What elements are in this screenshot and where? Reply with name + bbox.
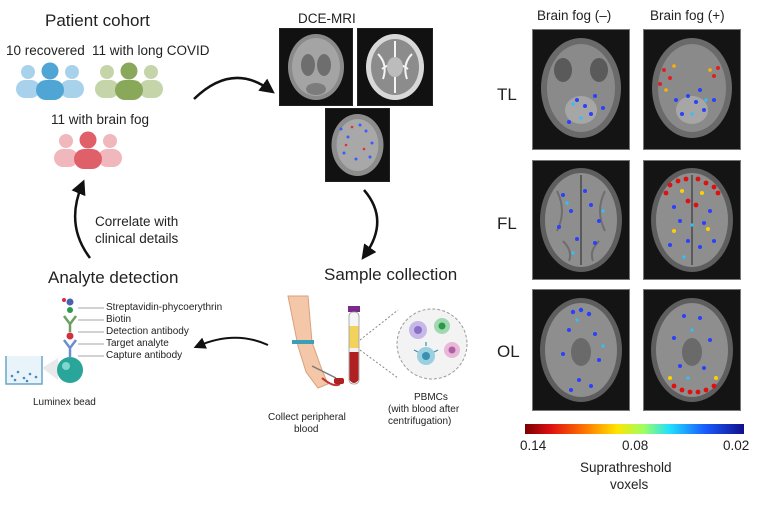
collect-blood-label-2: blood xyxy=(294,424,319,435)
colorbar-title-2: voxels xyxy=(610,477,649,492)
assay-label-streptavidin: Streptavidin-phycoerythrin xyxy=(106,302,223,313)
colorbar-label-mid: 0.08 xyxy=(622,438,649,453)
mri-scan-contrast xyxy=(357,28,433,106)
row-label-ol: OL xyxy=(497,342,520,361)
brain-tl-negative xyxy=(532,29,630,150)
assay-label-capture-antibody: Capture antibody xyxy=(106,350,183,361)
assay-label-biotin: Biotin xyxy=(106,314,132,325)
luminex-bead-label: Luminex bead xyxy=(33,397,96,408)
brain-fog-people-icon xyxy=(54,131,122,169)
mri-scan-overlay xyxy=(325,108,390,182)
colorbar-label-max: 0.02 xyxy=(723,438,750,453)
cycle-arrows xyxy=(71,76,379,349)
colorbar-title-1: Suprathreshold xyxy=(580,460,672,475)
analyte-detection-label: Analyte detection xyxy=(48,268,179,287)
arrow-sample-to-assay xyxy=(193,336,269,349)
group-long-covid-label: 11 with long COVID xyxy=(92,43,210,58)
mri-scan-t1 xyxy=(279,28,353,106)
long-covid-people-icon xyxy=(95,62,163,100)
arrow-analyte-to-cohort xyxy=(71,179,91,259)
recovered-people-icon xyxy=(16,62,84,100)
pbmc-label-1: PBMCs xyxy=(414,392,448,403)
patient-cohort-title: Patient cohort xyxy=(45,11,150,30)
column-header-brain-fog-positive: Brain fog (+) xyxy=(650,8,725,23)
brain-fl-negative xyxy=(532,160,630,280)
assay-leader-lines xyxy=(78,303,104,373)
brain-tl-positive xyxy=(643,29,741,150)
correlate-label-2: clinical details xyxy=(95,231,179,246)
colorbar-label-min: 0.14 xyxy=(520,438,547,453)
arrow-cohort-to-mri xyxy=(193,76,275,100)
sample-collection-label: Sample collection xyxy=(324,265,458,284)
assay-label-target-analyte: Target analyte xyxy=(106,338,169,349)
dce-mri-title: DCE-MRI xyxy=(298,11,356,26)
brain-ol-negative xyxy=(532,289,630,411)
assay-label-detection-antibody: Detection antibody xyxy=(106,326,189,337)
brain-ol-positive xyxy=(643,289,741,411)
correlate-label-1: Correlate with xyxy=(95,214,179,229)
collect-blood-label-1: Collect peripheral xyxy=(268,412,346,423)
blood-collection-illustration xyxy=(287,295,468,389)
arrow-mri-to-sample xyxy=(361,189,379,260)
group-recovered-label: 10 recovered xyxy=(6,43,85,58)
pbmc-label-3: centrifugation) xyxy=(388,416,452,427)
row-label-fl: FL xyxy=(497,214,517,233)
pbmc-label-2: (with blood after xyxy=(388,404,460,415)
brain-fl-positive xyxy=(643,160,741,280)
luminex-assay-illustration xyxy=(5,298,83,385)
row-label-tl: TL xyxy=(497,85,517,104)
group-brain-fog-label: 11 with brain fog xyxy=(51,112,150,127)
suprathreshold-colorbar xyxy=(525,424,744,434)
column-header-brain-fog-negative: Brain fog (–) xyxy=(537,8,612,23)
